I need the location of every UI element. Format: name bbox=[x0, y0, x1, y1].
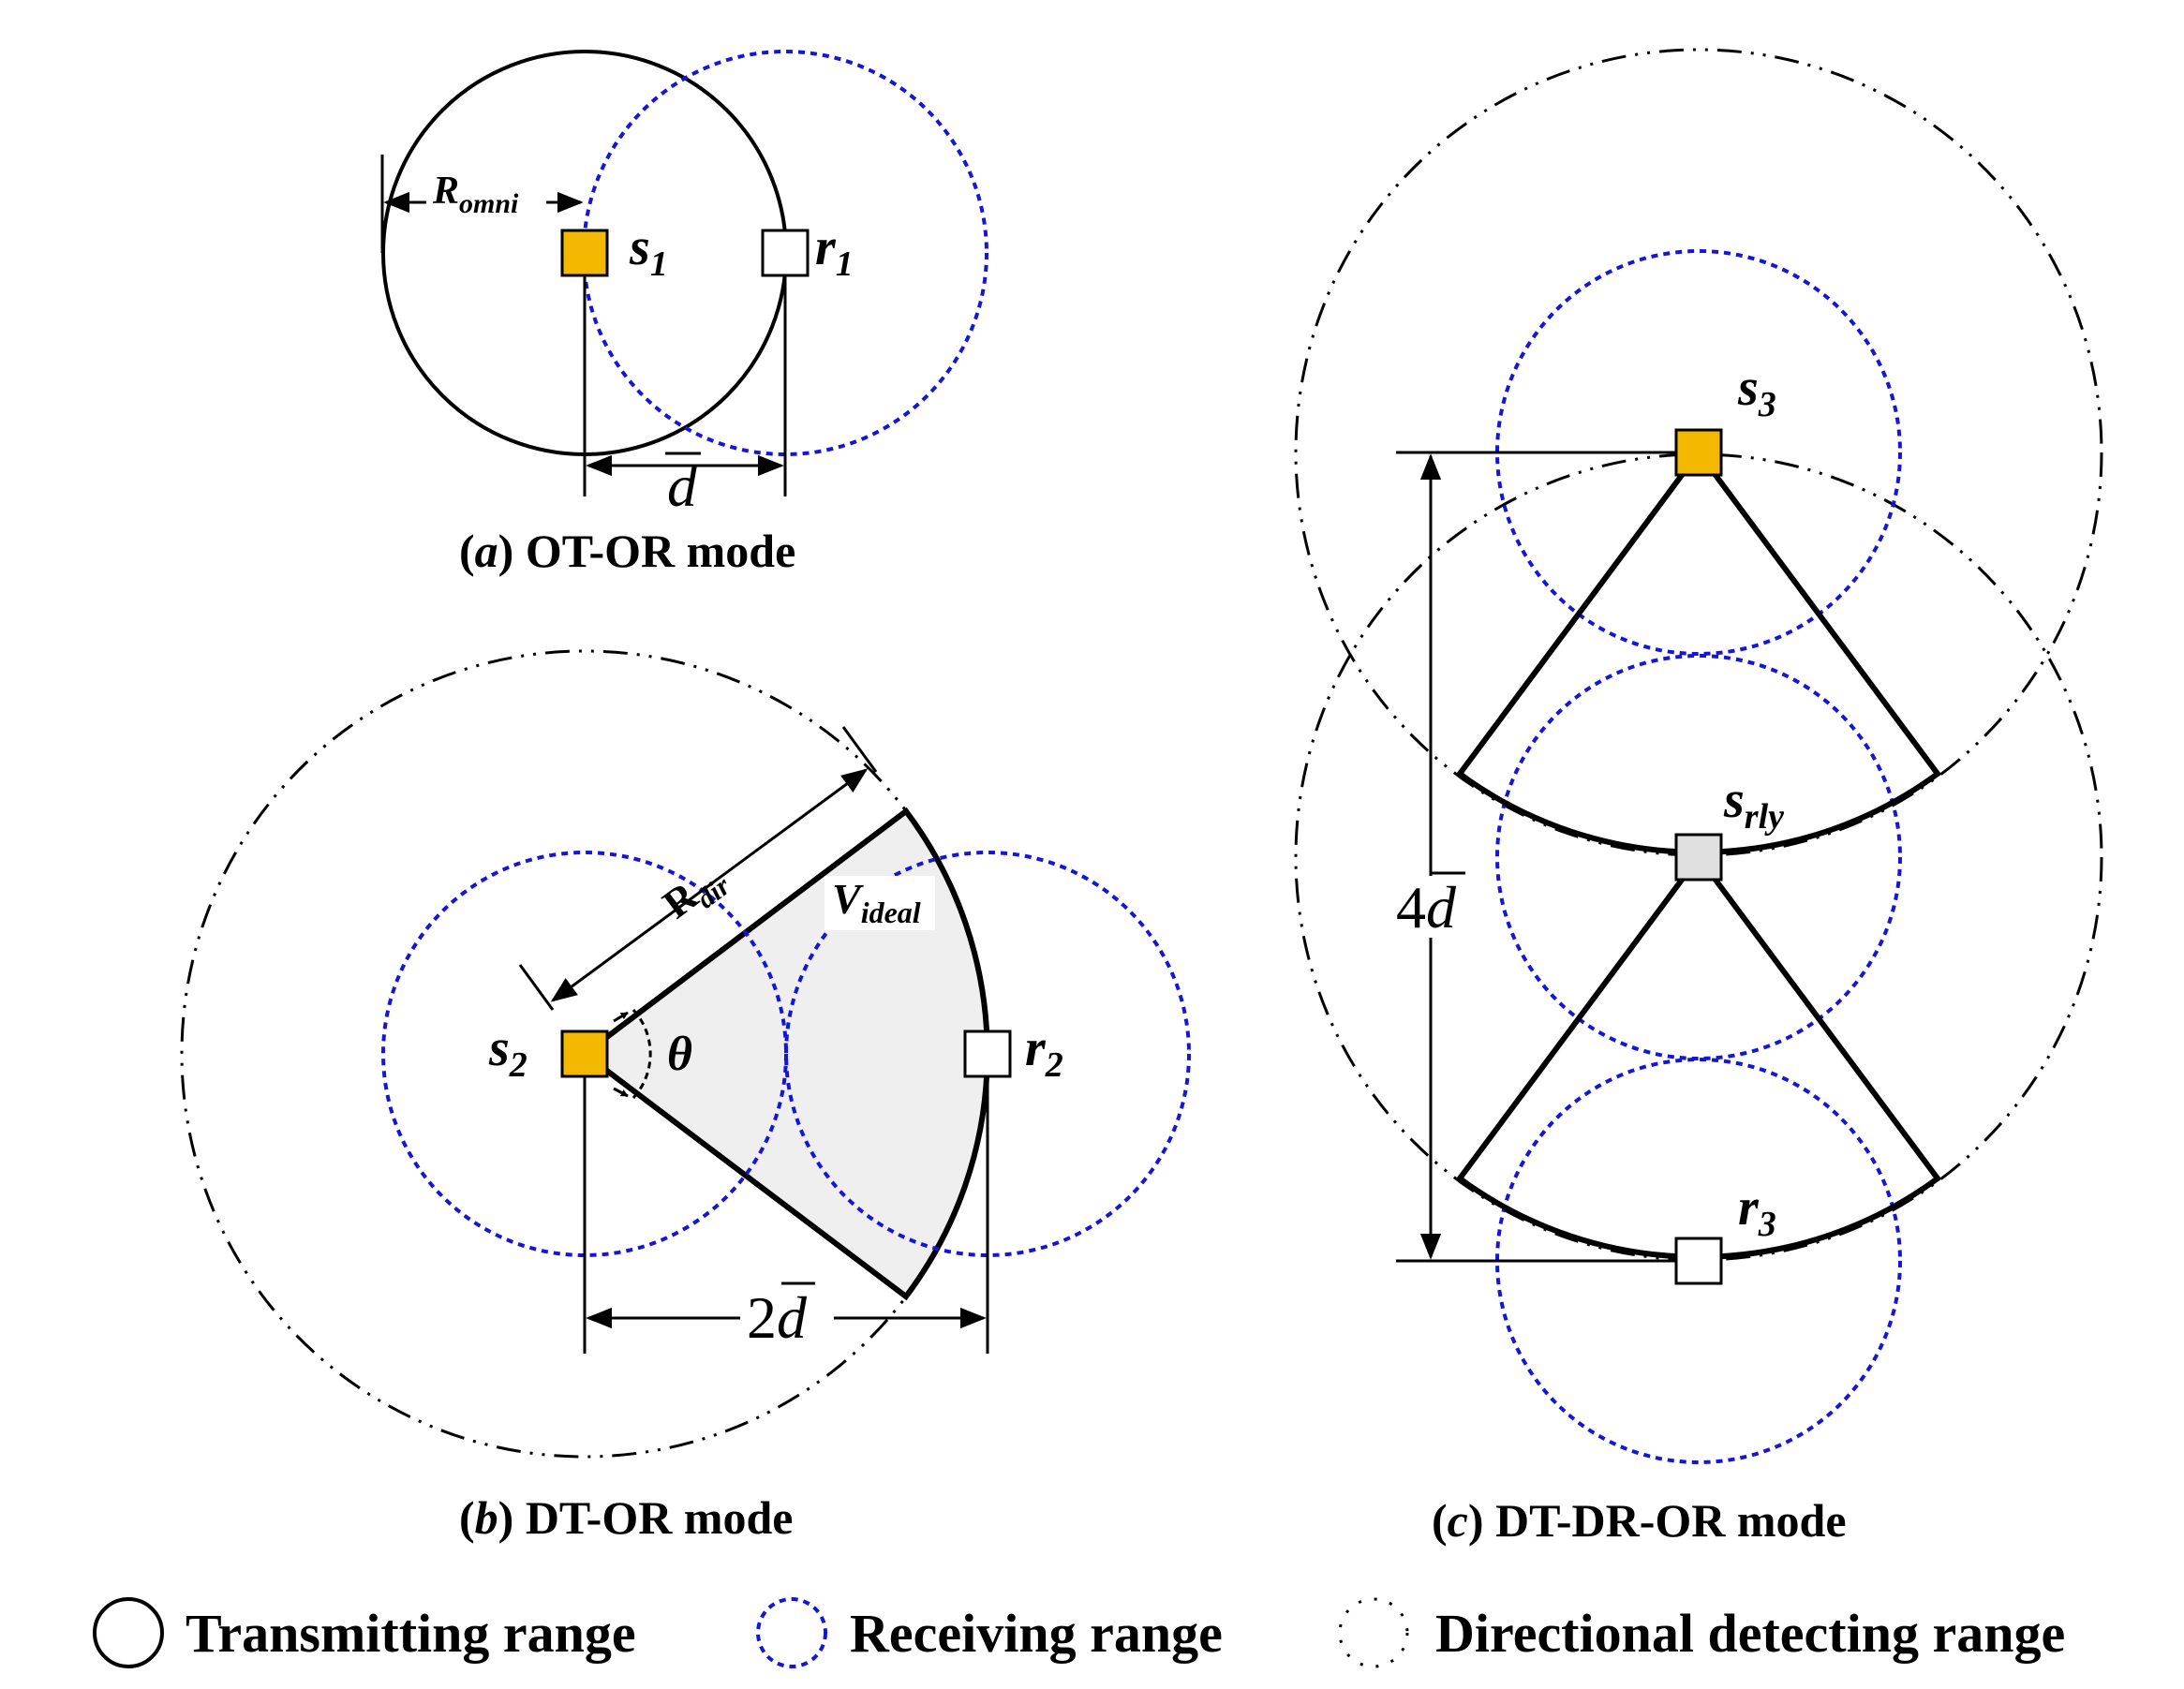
distance-label: d bbox=[777, 1284, 808, 1351]
svg-text:4d: 4d bbox=[1396, 874, 1457, 941]
svg-text:Romni: Romni bbox=[432, 170, 519, 219]
receiving-range-circle bbox=[582, 50, 988, 456]
receiving-range-circle bbox=[1495, 654, 1902, 1060]
angle-arc bbox=[631, 1008, 652, 1100]
sender-sub: 2 bbox=[509, 1045, 527, 1085]
receiver-sub: 3 bbox=[1758, 1205, 1776, 1244]
relay-sub: rly bbox=[1745, 797, 1784, 837]
receiver-sub: 2 bbox=[1045, 1045, 1063, 1085]
svg-text:Videal: Videal bbox=[832, 875, 921, 929]
svg-text:r3: r3 bbox=[1738, 1178, 1776, 1244]
legend-transmitting-label: Transmitting range bbox=[186, 1603, 636, 1664]
panel-c: s3 srly r3 4d (c) DT-DR-OR mode bbox=[1294, 48, 2103, 1547]
transmitting-range-legend-icon bbox=[93, 1597, 164, 1668]
svg-text:(a) OT-OR mode: (a) OT-OR mode bbox=[459, 525, 795, 577]
relay-node bbox=[1674, 833, 1723, 882]
receiving-range-legend-icon bbox=[756, 1597, 827, 1668]
distance-label: d bbox=[667, 452, 698, 519]
volume-sub: ideal bbox=[861, 896, 921, 929]
svg-text:2d: 2d bbox=[747, 1284, 808, 1351]
svg-text:srly: srly bbox=[1723, 771, 1784, 837]
panel-b: Rdir Videal θ s2 r2 2d (b) DT-OR mode bbox=[180, 649, 1191, 1544]
sender-node bbox=[560, 229, 609, 277]
sender-label: s bbox=[1737, 359, 1759, 417]
directional-sector bbox=[1455, 447, 1942, 855]
caption-c-text: DT-DR-OR mode bbox=[1495, 1494, 1847, 1547]
sender-sub: 3 bbox=[1758, 385, 1776, 424]
sender-label: s bbox=[629, 218, 650, 276]
svg-text:s1: s1 bbox=[629, 218, 668, 284]
radius-arrow bbox=[550, 768, 869, 1002]
radius-omni-label: R bbox=[432, 170, 459, 213]
receiving-range-circle bbox=[1495, 1058, 1902, 1464]
volume-label: V bbox=[832, 875, 864, 923]
sender-node bbox=[560, 1030, 609, 1078]
receiver-node bbox=[1674, 1237, 1723, 1285]
sender-node bbox=[1674, 428, 1723, 477]
receiver-label: r bbox=[1738, 1178, 1760, 1237]
directional-detecting-range-circle bbox=[1294, 48, 2103, 857]
relay-label: s bbox=[1723, 771, 1745, 829]
caption-b-text: DT-OR mode bbox=[526, 1491, 794, 1544]
distance-label: d bbox=[1426, 874, 1457, 941]
directional-detecting-range-circle bbox=[1294, 452, 2103, 1262]
radius-omni-sub: omni bbox=[459, 188, 519, 219]
svg-text:(b) DT-OR mode: (b) DT-OR mode bbox=[459, 1491, 793, 1544]
svg-text:s2: s2 bbox=[488, 1019, 527, 1085]
distance-coef: 4 bbox=[1396, 874, 1426, 941]
panel-a: Romni s1 r1 d (a) OT-OR mode bbox=[380, 50, 988, 577]
receiver-label: r bbox=[815, 218, 837, 276]
sender-sub: 1 bbox=[650, 244, 668, 284]
caption-a-text: OT-OR mode bbox=[526, 525, 795, 577]
sender-label: s bbox=[488, 1019, 510, 1077]
directional-sector bbox=[1455, 852, 1942, 1260]
directional-range-legend-icon bbox=[1338, 1597, 1409, 1668]
receiving-range-circle bbox=[1495, 249, 1902, 656]
receiver-label: r bbox=[1025, 1019, 1047, 1077]
caption-a-letter: a bbox=[475, 525, 498, 577]
legend-directional-label: Directional detecting range bbox=[1435, 1603, 2065, 1664]
svg-text:Rdir: Rdir bbox=[655, 852, 736, 932]
caption-b-letter: b bbox=[475, 1491, 498, 1544]
svg-text:r2: r2 bbox=[1025, 1019, 1063, 1085]
legend-receiving-label: Receiving range bbox=[850, 1603, 1223, 1664]
receiver-node bbox=[963, 1030, 1012, 1078]
receiving-range-circle bbox=[784, 851, 1191, 1257]
legend: Transmitting range Receiving range Direc… bbox=[93, 1597, 2065, 1668]
angle-label: θ bbox=[667, 1028, 692, 1081]
caption-c-letter: c bbox=[1448, 1494, 1468, 1547]
svg-text:(c) DT-DR-OR mode: (c) DT-DR-OR mode bbox=[1432, 1494, 1847, 1547]
receiving-range-circle bbox=[381, 851, 788, 1257]
svg-text:r1: r1 bbox=[815, 218, 854, 284]
receiver-sub: 1 bbox=[836, 244, 854, 284]
receiver-node bbox=[761, 229, 810, 277]
svg-text:s3: s3 bbox=[1737, 359, 1776, 424]
distance-coef: 2 bbox=[747, 1284, 777, 1351]
